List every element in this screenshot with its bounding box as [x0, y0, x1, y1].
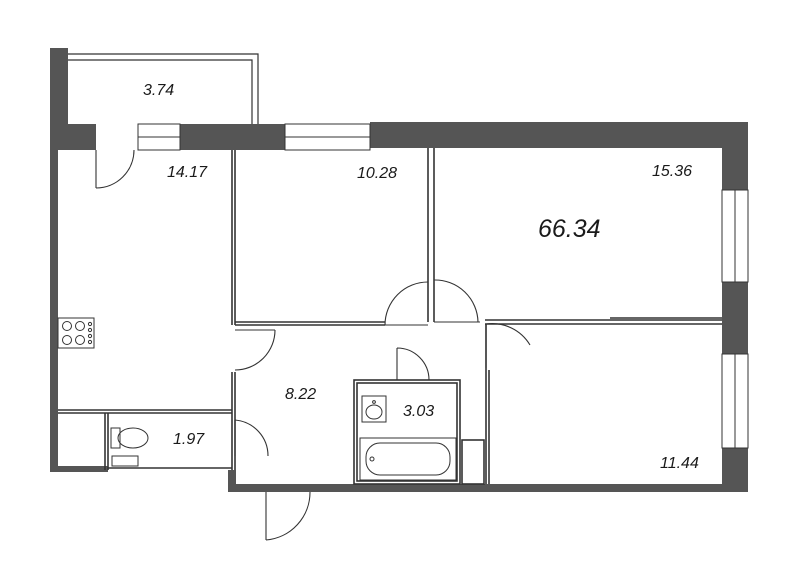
outer-walls	[50, 48, 748, 492]
stove-icon	[57, 317, 95, 349]
wall-left	[50, 150, 58, 470]
wall-right-3	[722, 448, 748, 490]
area-hallway: 8.22	[285, 386, 316, 403]
area-bathroom: 3.03	[403, 403, 434, 420]
toilet-icon	[110, 427, 149, 467]
windows	[137, 123, 749, 449]
door-toilet	[234, 419, 269, 457]
wall-bottom-left	[50, 466, 108, 472]
balcony	[68, 53, 259, 124]
total-area: 66.34	[538, 215, 601, 243]
bathtub-icon	[359, 437, 457, 481]
door-bathroom	[396, 347, 430, 381]
wall-bottom	[230, 484, 748, 492]
area-living-room: 15.36	[652, 163, 692, 180]
wall-left-upper	[50, 48, 68, 124]
wall-top-2	[370, 122, 748, 148]
balcony-railing-inner	[68, 59, 253, 124]
wall-right-1	[722, 122, 748, 190]
interior-walls	[58, 148, 722, 485]
sink-icon	[361, 395, 387, 423]
door-living	[433, 279, 480, 323]
balcony-railing	[68, 53, 259, 124]
door-entrance	[265, 491, 311, 541]
door-bedroom-corner	[485, 323, 531, 368]
door-kitchen	[234, 329, 276, 371]
area-bedroom-corner: 11.44	[660, 455, 699, 472]
door-balcony	[95, 149, 135, 189]
area-toilet: 1.97	[173, 431, 205, 448]
door-bedroom-small	[384, 281, 429, 326]
area-labels: 3.74 14.17 10.28 15.36 66.34 8.22 3.03 1…	[143, 82, 699, 472]
area-balcony: 3.74	[143, 82, 174, 99]
wall-right-2	[722, 282, 748, 354]
wall-bottom-step	[228, 470, 236, 492]
wall-left-corner	[50, 124, 96, 150]
closet	[461, 439, 485, 485]
area-kitchen: 14.17	[167, 164, 208, 181]
wall-top-1	[180, 124, 285, 150]
bathroom-walls	[353, 379, 461, 485]
area-bedroom-small: 10.28	[357, 165, 397, 182]
doors	[95, 149, 531, 541]
